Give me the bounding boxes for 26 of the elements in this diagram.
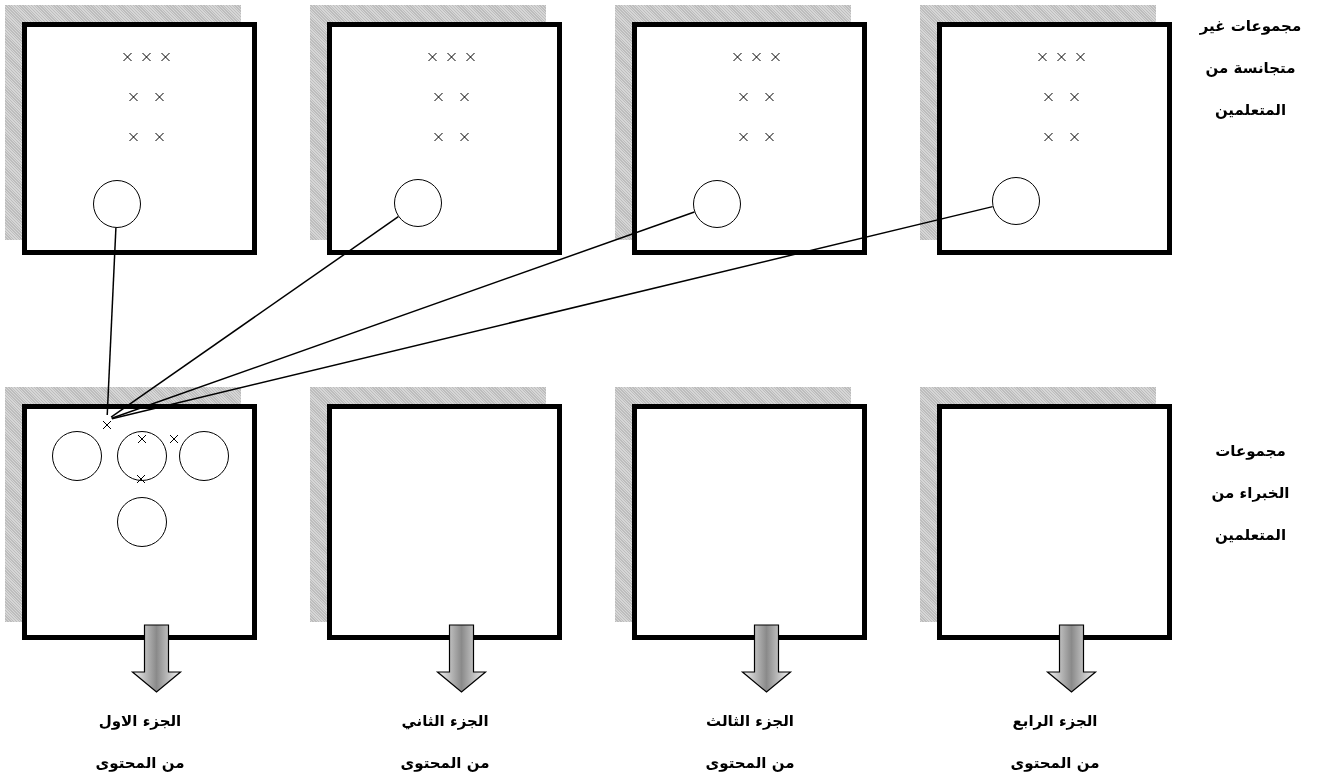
block-arrow [130, 624, 183, 693]
group-box [632, 404, 867, 640]
group-box [327, 404, 562, 640]
content-part-label: الجزء الثاني من المحتوى [390, 700, 500, 781]
content-part-label: الجزء الاول من المحتوى [85, 700, 195, 781]
group-box [22, 404, 257, 640]
learner-circle [117, 431, 167, 481]
row-label: مجموعات غير متجانسة من المتعلمين [1198, 16, 1303, 121]
connector-line [111, 205, 994, 420]
connector-line [110, 211, 696, 420]
block-arrow [1045, 624, 1098, 693]
learner-circle [117, 497, 167, 547]
row-label: مجموعات الخبراء من المتعلمين [1210, 441, 1291, 546]
group-box [937, 22, 1172, 255]
block-arrow [435, 624, 488, 693]
group-box [937, 404, 1172, 640]
connector-line [106, 227, 117, 416]
learner-circle [179, 431, 229, 481]
connector-line [110, 216, 400, 418]
block-arrow [740, 624, 793, 693]
content-part-label: الجزء الثالث من المحتوى [695, 700, 805, 781]
learner-circle [52, 431, 102, 481]
content-part-label: الجزء الرابع من المحتوى [1000, 700, 1110, 781]
group-box [22, 22, 257, 255]
group-box [327, 22, 562, 255]
group-box [632, 22, 867, 255]
